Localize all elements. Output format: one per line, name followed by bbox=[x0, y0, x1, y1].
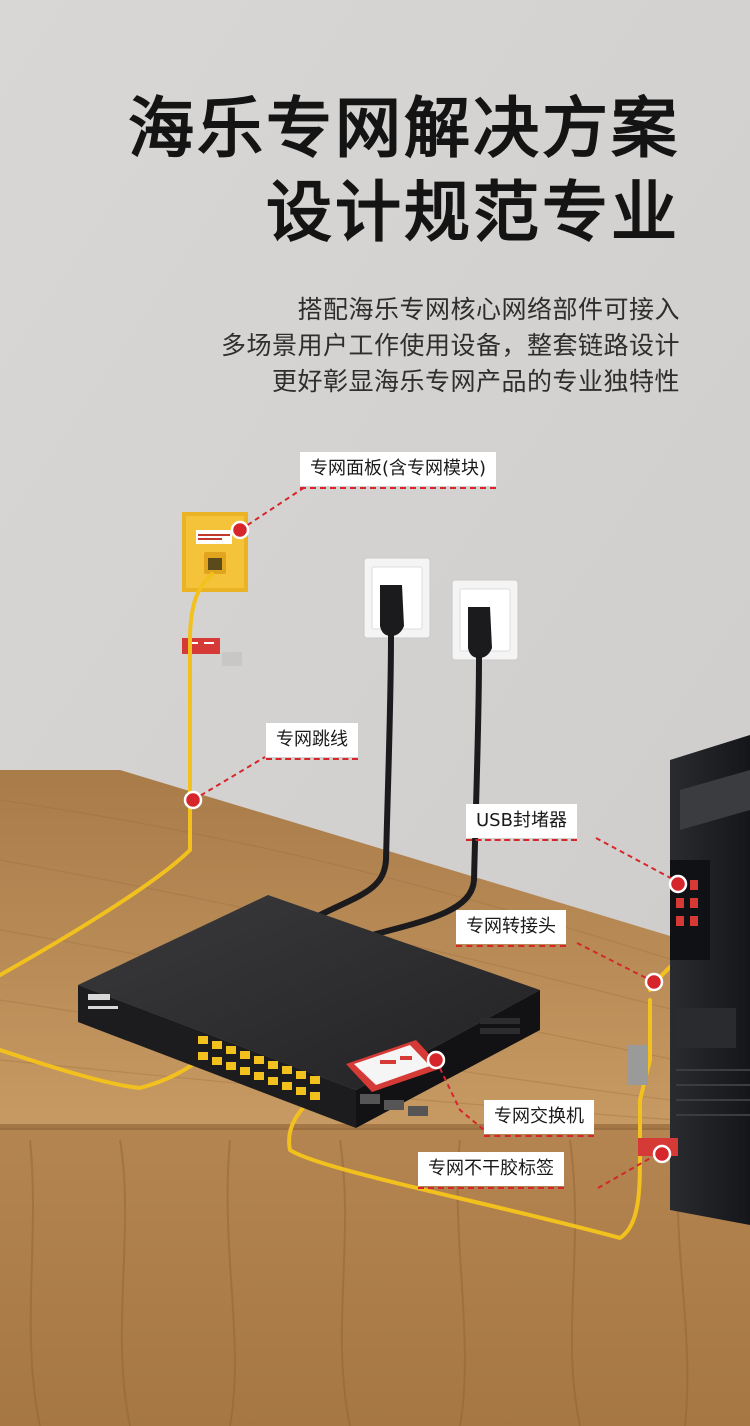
callout-switch: 专网交换机 bbox=[484, 1100, 594, 1137]
callout-leaders bbox=[192, 486, 679, 1189]
description-line-2: 多场景用户工作使用设备，整套链路设计 bbox=[220, 331, 680, 360]
callout-usb-blocker: USB封堵器 bbox=[466, 804, 577, 841]
description-line-1: 搭配海乐专网核心网络部件可接入 bbox=[297, 295, 680, 324]
callout-panel: 专网面板(含专网模块) bbox=[300, 452, 497, 489]
power-cords bbox=[317, 633, 482, 938]
callout-adapter: 专网转接头 bbox=[456, 910, 566, 947]
callout-label-sticker: 专网不干胶标签 bbox=[418, 1152, 564, 1189]
description-line-3: 更好彰显海乐专网产品的专业独特性 bbox=[271, 367, 680, 396]
headline-line-1: 海乐专网解决方案 bbox=[128, 90, 680, 167]
pc-tower bbox=[628, 735, 750, 1225]
description: 搭配海乐专网核心网络部件可接入 多场景用户工作使用设备，整套链路设计 更好彰显海… bbox=[221, 292, 680, 400]
callout-dots bbox=[183, 520, 688, 1164]
headline-line-2: 设计规范专业 bbox=[266, 174, 680, 251]
desk-front bbox=[0, 1128, 750, 1426]
network-switch bbox=[78, 895, 540, 1128]
callout-patch-cord: 专网跳线 bbox=[266, 723, 358, 760]
